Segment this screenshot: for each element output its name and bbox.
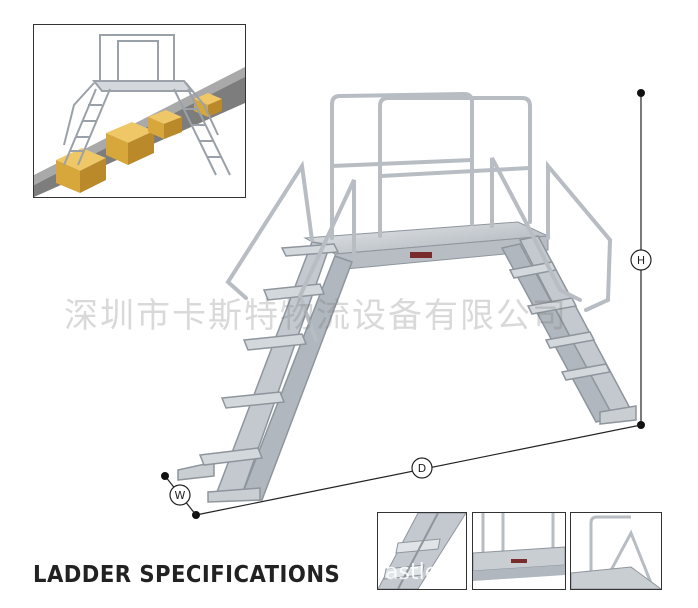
box	[194, 93, 222, 117]
right-stair	[500, 235, 637, 425]
stair-detail-drawing	[378, 513, 466, 589]
depth-marker	[411, 457, 433, 479]
section-title: LADDER SPECIFICATIONS	[33, 562, 341, 588]
rail-detail-drawing	[571, 515, 661, 589]
platform-detail-drawing	[473, 513, 565, 581]
box	[148, 110, 182, 139]
brand-plate	[410, 252, 432, 258]
width-label: W	[175, 489, 186, 502]
box	[106, 122, 154, 165]
footer-watermark: astlecn	[385, 560, 465, 585]
width-marker	[169, 484, 191, 506]
platform	[303, 221, 550, 271]
depth-label: D	[418, 462, 426, 475]
height-marker	[630, 249, 652, 271]
thumbnail-rail-detail	[570, 512, 662, 590]
overview-inset	[33, 24, 246, 198]
height-label: H	[637, 254, 645, 267]
overview-scene	[34, 34, 245, 197]
thumbnail-platform-detail	[472, 512, 566, 590]
left-stair	[177, 241, 353, 503]
width-dimension: W	[161, 472, 197, 516]
handrails	[225, 91, 613, 342]
mini-ladder	[63, 34, 231, 176]
depth-dimension: D	[192, 424, 642, 519]
company-watermark: 深圳市卡斯特物流设备有限公司	[64, 296, 568, 336]
height-dimension: H	[630, 89, 652, 429]
thumbnail-stair-detail	[377, 512, 467, 590]
